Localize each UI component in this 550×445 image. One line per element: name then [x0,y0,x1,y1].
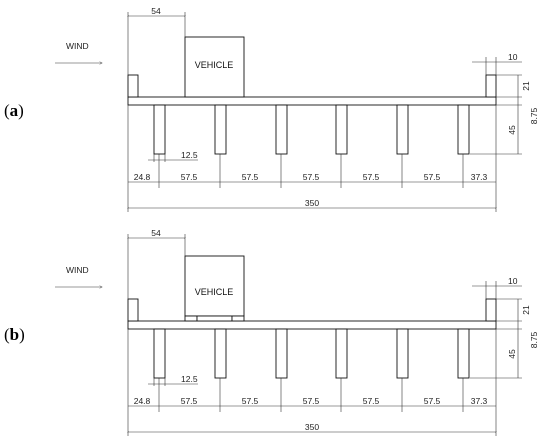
girder [275,104,288,155]
left-parapet [127,298,139,322]
vehicle-box [184,36,245,98]
girder [457,104,470,155]
right-parapet [485,74,497,98]
deck-slab [127,96,497,106]
dim-span-left: 24.8 [134,396,151,406]
dim-spacing: 57.5 [242,172,259,182]
girder [214,104,227,155]
dim-spacing: 57.5 [424,172,441,182]
vehicle-label: VEHICLE [195,287,234,297]
dim-girder-depth: 45 [507,349,517,359]
girder [335,104,348,155]
girder [335,328,348,379]
wind-label: WIND [66,265,89,275]
deck-slab [127,320,497,330]
dim-total: 350 [305,198,319,208]
dim-spacing: 57.5 [181,172,198,182]
dim-span-right: 37.3 [471,396,488,406]
girder [396,104,409,155]
dim-total: 350 [305,422,319,432]
dim-spacing: 57.5 [303,396,320,406]
girder [153,328,166,379]
dim-span-left: 24.8 [134,172,151,182]
dim-parapet-height: 21 [521,305,531,315]
dim-deck-thickness: 8.75 [529,331,539,348]
dim-girder-width: 12.5 [181,374,198,384]
girder [275,328,288,379]
right-parapet [485,298,497,322]
panel-b: (b) WIND VEHICLE 54 10 21 8.75 45 [4,228,539,436]
girder [214,328,227,379]
dim-parapet-width: 10 [508,276,518,286]
girder [396,328,409,379]
dim-deck-thickness: 8.75 [529,107,539,124]
panel-b-label: (b) [4,325,25,344]
wind-label: WIND [66,41,89,51]
girder [153,104,166,155]
vehicle-chassis [196,315,233,322]
dim-parapet-height: 21 [521,81,531,91]
panel-a-label: (a) [4,101,24,120]
dim-parapet-width: 10 [508,52,518,62]
dim-girder-depth: 45 [507,125,517,135]
vehicle-box [184,255,245,317]
dim-girder-width: 12.5 [181,150,198,160]
dim-span-right: 37.3 [471,172,488,182]
dim-spacing: 57.5 [181,396,198,406]
vehicle-wheel [184,315,198,322]
dim-spacing: 57.5 [242,396,259,406]
dim-spacing: 57.5 [303,172,320,182]
dim-spacing: 57.5 [424,396,441,406]
vehicle-label: VEHICLE [195,60,234,70]
vehicle-wheel [231,315,245,322]
girder [457,328,470,379]
dim-vehicle-offset: 54 [151,228,161,238]
dim-spacing: 57.5 [363,172,380,182]
dim-vehicle-offset: 54 [151,6,161,16]
dim-spacing: 57.5 [363,396,380,406]
panel-a: (a) WIND VEHICLE 54 10 2 [4,6,539,212]
left-parapet [127,74,139,98]
